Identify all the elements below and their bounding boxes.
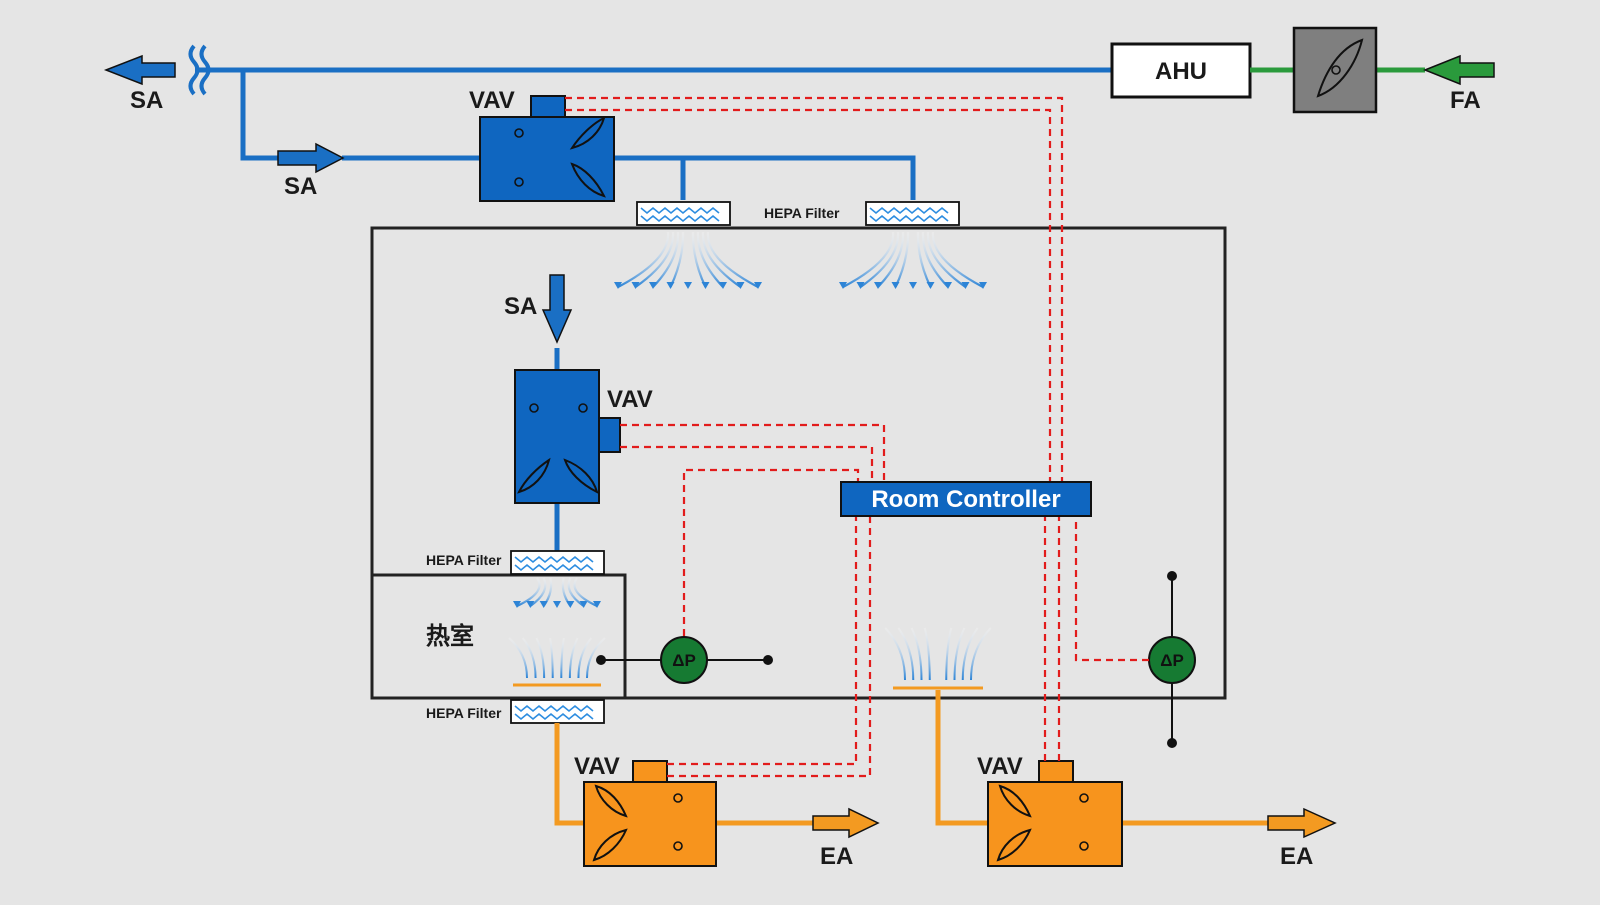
dp-label-room: ΔP bbox=[1160, 651, 1184, 670]
vav-mid-label: VAV bbox=[607, 386, 653, 413]
dp-sensor-room: ΔP bbox=[1148, 571, 1196, 748]
sa-label-branch: SA bbox=[284, 173, 317, 200]
dp-sensor-hotcell: ΔP bbox=[596, 636, 773, 684]
exhaust-grille-hotcell bbox=[508, 637, 606, 679]
ahu-label: AHU bbox=[1155, 58, 1207, 85]
ea-arrow-left-icon bbox=[812, 807, 880, 839]
hepa-label-hotcell-exhaust: HEPA Filter bbox=[426, 705, 502, 721]
vav-top-label: VAV bbox=[469, 87, 515, 114]
vav-exh-left-label: VAV bbox=[574, 753, 620, 780]
sa-label-room: SA bbox=[504, 293, 537, 320]
fa-label: FA bbox=[1450, 87, 1481, 114]
hepa-filter-hotcell-exhaust bbox=[510, 699, 605, 724]
diffuser-icon bbox=[513, 577, 601, 608]
clean-room-wall bbox=[370, 226, 1227, 700]
sa-room-arrow-icon bbox=[541, 274, 573, 344]
ea-arrow-right-icon bbox=[1267, 807, 1337, 839]
room-controller-label: Room Controller bbox=[871, 486, 1060, 513]
hot-cell-label: 热室 bbox=[426, 622, 474, 650]
ea-label-right: EA bbox=[1280, 843, 1313, 870]
hot-cell-wall bbox=[370, 573, 627, 700]
sa-label-left: SA bbox=[130, 87, 163, 114]
hepa-filter-ceiling-2 bbox=[865, 201, 960, 226]
supply-fan-icon bbox=[1292, 26, 1378, 114]
diffuser-icon bbox=[839, 231, 987, 289]
vav-exhaust-hotcell bbox=[583, 760, 717, 867]
ea-label-left: EA bbox=[820, 843, 853, 870]
room-controller: Room Controller bbox=[840, 481, 1092, 517]
ahu-unit: AHU bbox=[1110, 42, 1252, 99]
diffuser-icon bbox=[614, 231, 762, 289]
vav-supply-hotcell bbox=[514, 369, 621, 504]
vav-exhaust-room bbox=[987, 760, 1123, 867]
control-wiring bbox=[565, 96, 1149, 778]
fa-inlet-arrow-icon bbox=[1422, 54, 1495, 86]
exhaust-duct-room bbox=[935, 690, 988, 826]
vav-exh-right-label: VAV bbox=[977, 753, 1023, 780]
dp-label-hotcell: ΔP bbox=[672, 651, 696, 670]
main-supply-duct bbox=[195, 67, 1112, 200]
vav-supply-top bbox=[479, 95, 615, 202]
exhaust-duct-hotcell bbox=[554, 723, 584, 826]
hepa-filter-hotcell-supply bbox=[510, 550, 605, 575]
hepa-filter-ceiling-1 bbox=[636, 201, 731, 226]
muffler-icon bbox=[188, 44, 211, 96]
sa-branch-arrow-icon bbox=[277, 142, 345, 174]
exhaust-grille-room bbox=[884, 627, 992, 681]
sa-outlet-arrow-icon bbox=[103, 54, 176, 86]
hepa-label-ceiling: HEPA Filter bbox=[764, 205, 840, 221]
hepa-label-hotcell-supply: HEPA Filter bbox=[426, 552, 502, 568]
